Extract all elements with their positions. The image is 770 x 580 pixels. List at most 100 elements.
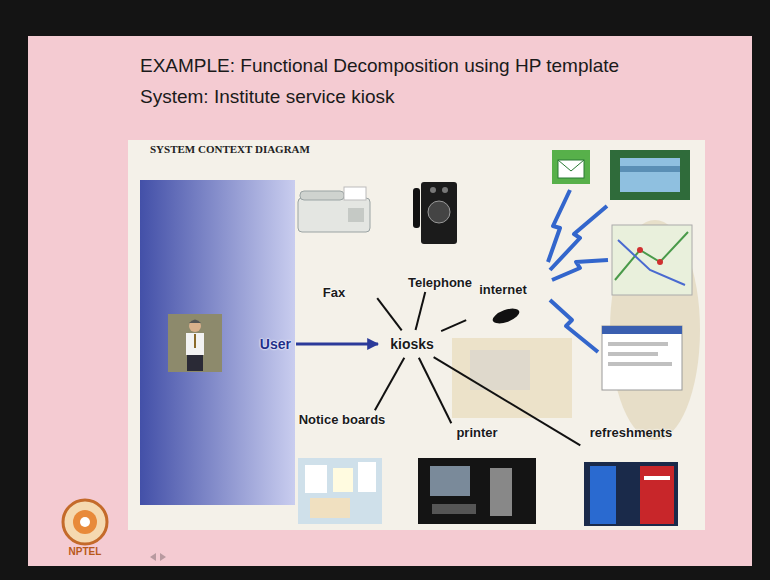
card-picture	[620, 166, 680, 172]
fax-machine	[298, 187, 370, 232]
user-band	[140, 180, 295, 505]
node-label: User	[257, 336, 294, 352]
card-picture	[610, 150, 690, 200]
telephone	[442, 187, 448, 193]
internet-device	[491, 306, 521, 327]
nptel-logo	[63, 500, 107, 544]
notice-board-picture	[298, 458, 382, 524]
fax-machine	[348, 208, 364, 222]
notice-board-picture	[358, 462, 376, 492]
telephone	[428, 201, 450, 223]
external-entity: printer	[415, 425, 539, 525]
screenshot-picture	[602, 326, 682, 334]
slide-subtitle: System: Institute service kiosk	[140, 86, 394, 108]
connector-line	[441, 320, 466, 331]
map-picture	[612, 225, 692, 295]
user-band	[140, 180, 295, 505]
email-icon	[558, 160, 584, 171]
map-picture	[637, 247, 643, 253]
card-picture	[610, 150, 690, 200]
actor-box: User	[158, 313, 294, 375]
fax-machine	[298, 198, 370, 232]
kiosk-backdrop	[452, 220, 700, 440]
map-picture	[657, 259, 663, 265]
node-label: kiosks	[387, 336, 437, 352]
screenshot-picture	[608, 352, 658, 356]
map-picture	[615, 232, 688, 280]
computer-printer-picture	[490, 468, 512, 516]
email-icon	[552, 150, 590, 184]
connector-line	[419, 358, 451, 423]
computer-printer-picture	[430, 466, 470, 496]
telephone	[413, 182, 457, 244]
node-label: printer	[453, 425, 500, 440]
computer-printer-picture	[432, 504, 476, 514]
map-picture	[618, 240, 685, 285]
vending-machine-picture	[584, 462, 678, 526]
screenshot-picture	[608, 362, 672, 366]
slide-background	[28, 36, 752, 566]
computer-printer-picture	[418, 458, 536, 524]
telephone	[413, 188, 420, 228]
node-label: internet	[476, 282, 530, 297]
nav-arrows	[150, 553, 156, 561]
fax-machine	[300, 191, 344, 200]
lightning-links	[548, 190, 608, 352]
screenshot-picture	[602, 326, 682, 390]
user-photo	[168, 314, 222, 372]
node-label: refreshments	[587, 425, 675, 440]
notice-board-picture	[333, 468, 353, 492]
nav-arrows	[160, 553, 166, 561]
node-label: Fax	[320, 285, 348, 300]
user-photo	[189, 320, 201, 332]
nptel-logo	[73, 510, 97, 534]
nptel-logo	[80, 517, 90, 527]
system-box: kiosks	[380, 332, 444, 356]
diagram-heading: SYSTEM CONTEXT DIAGRAM	[150, 143, 310, 155]
vending-machine-picture	[584, 462, 678, 526]
user-photo	[186, 333, 204, 355]
notice-board-picture	[298, 458, 382, 524]
vending-machine-picture	[590, 466, 616, 524]
connector-line	[375, 358, 404, 411]
node-label: Telephone	[405, 275, 475, 290]
nav-arrows	[150, 553, 166, 561]
external-entity: Notice boards	[292, 412, 393, 526]
notice-board-picture	[310, 498, 350, 518]
connector-line	[416, 292, 426, 330]
fax-machine	[344, 187, 366, 200]
internet-device	[491, 306, 521, 327]
actor-arrow	[296, 343, 378, 346]
telephone	[421, 182, 457, 244]
nptel-logo	[63, 500, 107, 544]
telephone	[430, 187, 436, 193]
external-entity: Telephone	[400, 178, 480, 290]
external-entity: refreshments	[582, 425, 680, 527]
user-photo	[168, 314, 222, 372]
connector-line	[434, 357, 581, 445]
email-icon	[552, 150, 590, 184]
node-label: Notice boards	[296, 412, 389, 427]
external-entity: internet	[468, 282, 538, 326]
map-picture	[612, 225, 692, 295]
lightning-links	[550, 300, 598, 352]
logo-text: NPTEL	[55, 546, 115, 557]
user-photo	[189, 320, 201, 324]
user-photo	[187, 355, 203, 371]
slide-background	[28, 36, 752, 566]
screenshot-picture	[608, 342, 668, 346]
lightning-links	[552, 260, 608, 280]
screenshot-picture	[602, 326, 682, 390]
vending-machine-picture	[644, 476, 670, 480]
diagram-panel	[128, 140, 705, 530]
connector-line	[377, 298, 401, 330]
diagram-panel	[128, 140, 705, 530]
card-picture	[620, 158, 680, 192]
external-entity: Fax	[292, 182, 376, 300]
user-photo	[194, 334, 196, 348]
vending-machine-picture	[640, 466, 674, 524]
email-icon	[558, 160, 584, 178]
